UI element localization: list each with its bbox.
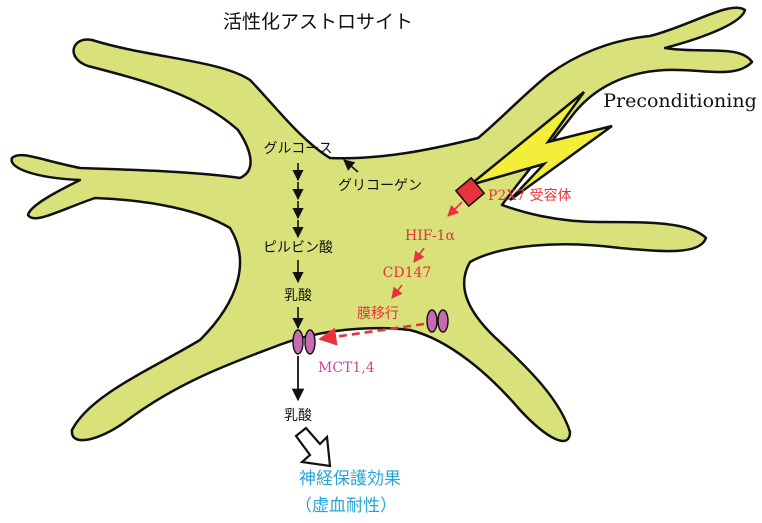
effect-line-2: （虚血耐性）: [295, 496, 397, 516]
hif-label: HIF-1α: [405, 228, 455, 244]
glucose-label: グルコース: [263, 141, 332, 157]
astrocyte-cell: [12, 8, 752, 441]
title: 活性化アストロサイト: [223, 11, 413, 33]
receptor-label: P2X7 受容体: [488, 187, 572, 204]
lactate-inside-label: 乳酸: [284, 288, 312, 304]
mct-label: MCT1,4: [318, 360, 375, 376]
mct-vesicle-right: [438, 310, 448, 332]
stimulus-label: Preconditioning: [603, 90, 757, 112]
outcome-arrow-icon: [296, 428, 330, 466]
pyruvate-label: ピルビン酸: [263, 240, 333, 256]
mct-transporter-left: [293, 330, 303, 354]
cd147-label: CD147: [383, 265, 432, 281]
mct-vesicle-left: [427, 310, 437, 332]
mct-transporter-right: [305, 330, 315, 354]
glycogen-label: グリコーゲン: [338, 178, 422, 194]
lactate-outside-label: 乳酸: [284, 408, 312, 424]
effect-line-1: 神経保護効果: [299, 469, 401, 489]
translocation-label: 膜移行: [357, 306, 399, 322]
